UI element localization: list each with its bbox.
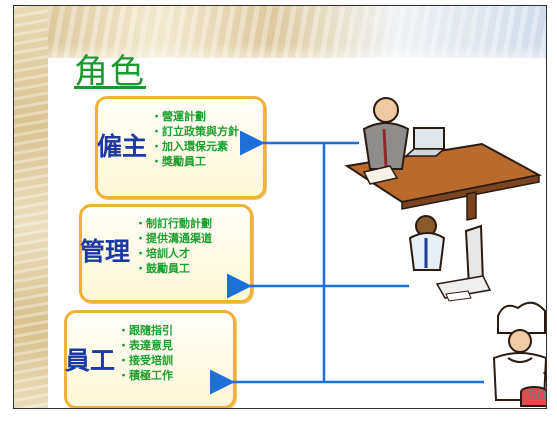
list-item: 接受培訓 [118,353,173,368]
page-title: 角色 [74,52,146,92]
list-item: 鼓勵員工 [135,261,212,276]
list-item: 加入環保元素 [151,139,239,154]
background-fade [48,44,546,84]
list-item: 跟隨指引 [118,323,173,338]
list-item: 提供溝通渠道 [135,231,212,246]
list-item: 營運計劃 [151,109,239,124]
list-item: 獎勵員工 [151,154,239,169]
staff-bullets: 跟隨指引 表達意見 接受培訓 積極工作 [118,323,173,383]
role-label-employer: 僱主 [97,132,148,161]
list-item: 培訓人才 [135,246,212,261]
list-item: 表達意見 [118,338,173,353]
chef-cooking-icon [492,301,546,407]
employer-bullets: 營運計劃 訂立政策與方針 加入環保元素 獎勵員工 [151,109,239,169]
worker-at-computer-icon [408,215,492,302]
list-item: 訂立政策與方針 [151,124,239,139]
list-item: 制訂行動計劃 [135,216,212,231]
background-texture-left [14,6,48,408]
boss-at-desk-icon [344,97,542,221]
management-bullets: 制訂行動計劃 提供溝通渠道 培訓人才 鼓勵員工 [135,216,212,276]
connectors [210,97,546,407]
role-label-staff: 員工 [65,346,116,375]
list-item: 積極工作 [118,368,173,383]
page-number: 50 [528,388,546,404]
role-label-management: 管理 [80,237,131,266]
slide: 角色 僱主 營運計劃 訂立政策與方針 加入環保元素 獎勵員工 管理 制訂行動計劃… [13,5,547,409]
